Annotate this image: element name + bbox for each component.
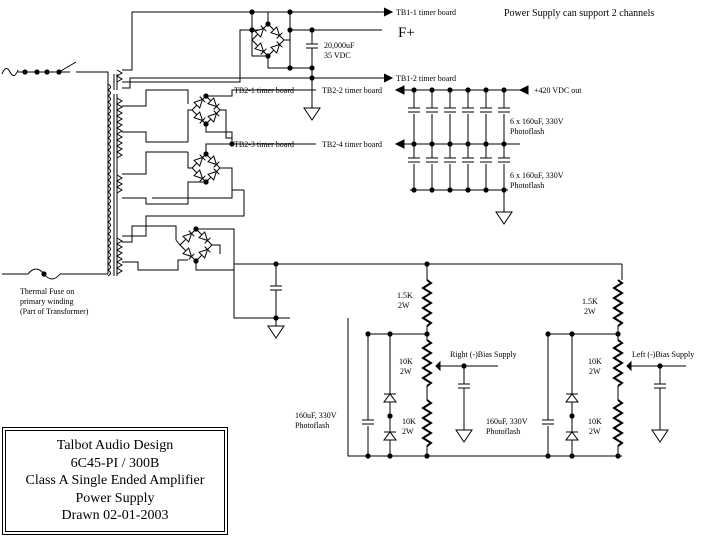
label-tb2-4: TB2-4 timer board [322, 140, 382, 149]
bridge-rectifier-3 [191, 153, 221, 183]
label-tb2-2: TB2-2 timer board [322, 86, 382, 95]
cap-20000-voltage: 35 VDC [324, 51, 351, 60]
left-bias-label: Left (-)Bias Supply [632, 350, 694, 359]
secondary-bias [122, 225, 622, 339]
capacitor-bank [394, 85, 529, 225]
title-block: Talbot Audio Design 6C45-PI / 300B Class… [2, 427, 228, 535]
r-left-top-power: 2W [584, 307, 596, 316]
cap-left-line2: Photoflash [486, 427, 520, 436]
note-text: Power Supply can support 2 channels [504, 8, 654, 19]
secondary-hv [122, 89, 316, 237]
r-right-mid-power: 2W [400, 367, 412, 376]
cap-left-line1: 160uF, 330V [486, 417, 528, 426]
label-plus-420: +420 VDC out [534, 86, 582, 95]
r-right-top-power: 2W [398, 301, 410, 310]
label-f-plus: F+ [398, 25, 415, 41]
transformer [107, 69, 123, 277]
bridge-rectifier-4 [179, 228, 213, 262]
r-right-bot-value: 10K [402, 417, 416, 426]
label-tb2-3: TB2-3 timer board [234, 140, 294, 149]
title-line4: Power Supply [75, 490, 155, 506]
power-switch [58, 61, 77, 73]
r-left-mid-value: 10K [588, 357, 602, 366]
right-bias-network [347, 260, 622, 460]
r-left-bot-power: 2W [589, 427, 601, 436]
left-bias-network [541, 264, 686, 460]
bridge-rectifier-2 [191, 95, 221, 125]
bank2-line1: 6 x 160uF, 330V [510, 171, 564, 180]
ac-input [1, 61, 109, 280]
cap-20000-value: 20,000uF [324, 41, 355, 50]
r-right-mid-value: 10K [399, 357, 413, 366]
fuse-line3: (Part of Transformer) [20, 307, 89, 316]
bank2-line2: Photoflash [510, 181, 544, 190]
bridge-rectifier-1 [251, 23, 285, 57]
fuse-line1: Thermal Fuse on [20, 287, 74, 296]
secondary-1 [122, 7, 394, 121]
r-left-bot-value: 10K [588, 417, 602, 426]
title-line3: Class A Single Ended Amplifier [25, 473, 205, 489]
label-tb2-1: TB2-1 timer board [234, 86, 294, 95]
title-line5: Drawn 02-01-2003 [61, 508, 169, 524]
r-left-top-value: 1.5K [582, 297, 598, 306]
cap-right-line2: Photoflash [295, 421, 329, 430]
bank1-line2: Photoflash [510, 127, 544, 136]
r-right-top-value: 1.5K [397, 291, 413, 300]
r-right-bot-power: 2W [402, 427, 414, 436]
fuse-line2: primary winding [20, 297, 74, 306]
r-left-mid-power: 2W [589, 367, 601, 376]
label-tb1-1: TB1-1 timer board [396, 8, 456, 17]
label-tb1-2: TB1-2 timer board [396, 74, 456, 83]
title-line2: 6C45-PI / 300B [70, 455, 160, 471]
cap-right-line1: 160uF, 330V [295, 411, 337, 420]
bank1-line1: 6 x 160uF, 330V [510, 117, 564, 126]
right-bias-label: Right (-)Bias Supply [450, 350, 517, 359]
title-line1: Talbot Audio Design [56, 438, 174, 454]
